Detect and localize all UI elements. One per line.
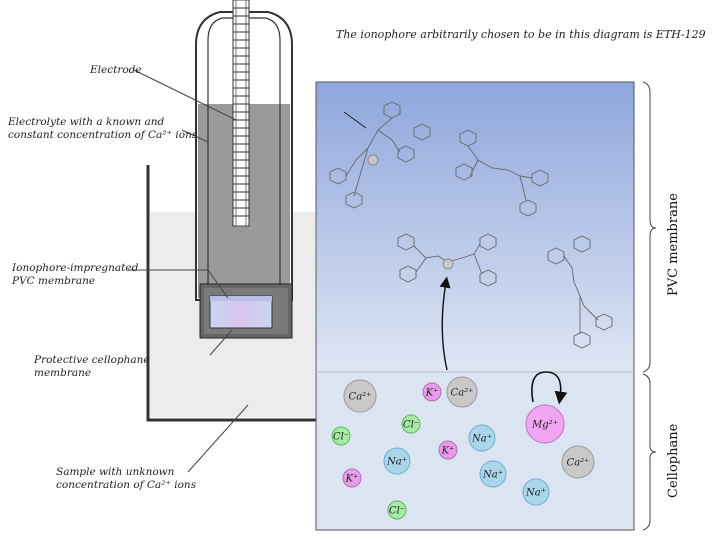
- ion-circle: [422, 382, 442, 402]
- ion-label: Mg²⁺: [531, 420, 558, 431]
- label-electrolyte: Electrolyte with a known and constant co…: [8, 116, 198, 141]
- ion-circle: [331, 426, 351, 446]
- ionophore-molecules: [329, 101, 613, 349]
- ion-k: K⁺: [438, 440, 458, 460]
- ion-label: Cl⁻: [403, 420, 419, 431]
- ion-label: Ca²⁺: [451, 388, 474, 399]
- ion-k: K⁺: [342, 468, 362, 488]
- pvc-membrane-region: [316, 82, 634, 372]
- label-electrode: Electrode: [90, 64, 142, 76]
- electrode-body: [195, 0, 293, 301]
- side-label-cellophane: Cellophane: [666, 423, 681, 498]
- ion-ca: Ca²⁺: [343, 379, 377, 413]
- label-cellophane-membrane: Protective cellophane membrane: [34, 354, 150, 379]
- label-sample: Sample with unknown concentration of Ca²…: [56, 466, 197, 491]
- ion-circle: [342, 468, 362, 488]
- ion-circle: [383, 447, 411, 475]
- diagram-caption: The ionophore arbitrarily chosen to be i…: [336, 28, 706, 41]
- ion-label: Ca²⁺: [349, 392, 372, 403]
- ion-circle: [522, 478, 550, 506]
- side-label-pvc-membrane: PVC membrane: [666, 193, 681, 296]
- membrane-cap: [199, 283, 293, 339]
- ion-circle: [468, 424, 496, 452]
- molecule-pointer: [343, 111, 367, 129]
- ion-ca: Ca²⁺: [446, 376, 478, 408]
- uptake-arrow: [439, 276, 451, 371]
- ion-label: Cl⁻: [333, 432, 349, 443]
- ionophore-2: [455, 129, 549, 217]
- ion-na: Na⁺: [383, 447, 411, 475]
- ionophore-3: [397, 233, 497, 287]
- ionophore-4: [547, 235, 613, 349]
- label-pvc-membrane: Ionophore-impregnated PVC membrane: [12, 262, 139, 287]
- ion-cl: Cl⁻: [331, 426, 351, 446]
- ion-ca: Ca²⁺: [561, 445, 595, 479]
- ion-circle: [438, 440, 458, 460]
- ion-label: Na⁺: [482, 470, 503, 481]
- ion-k: K⁺: [422, 382, 442, 402]
- ionophore-1: [329, 101, 431, 209]
- ion-label: K⁺: [425, 388, 439, 399]
- ions: Ca²⁺ K⁺ Ca²⁺ Mg²⁺ Cl⁻ Cl⁻ Na⁺ K⁺ Na⁺ Na⁺ Ca²⁺ K⁺ Na⁺…: [331, 376, 595, 520]
- region-braces: [642, 81, 657, 531]
- ion-na: Na⁺: [468, 424, 496, 452]
- ion-circle: [479, 460, 507, 488]
- magnified-view: [315, 81, 635, 531]
- ion-mg: Mg²⁺: [525, 404, 565, 444]
- ion-label: K⁺: [345, 474, 359, 485]
- ion-circle: [387, 500, 407, 520]
- label-leaders: [128, 69, 249, 473]
- ion-circle: [343, 379, 377, 413]
- ion-na: Na⁺: [522, 478, 550, 506]
- ion-label: Na⁺: [525, 488, 546, 499]
- ion-label: Na⁺: [386, 457, 407, 468]
- ion-label: Cl⁻: [389, 506, 405, 517]
- rejection-arrow: [531, 371, 568, 405]
- ion-label: Ca²⁺: [567, 458, 590, 469]
- ion-label: Na⁺: [471, 434, 492, 445]
- bound-ion: [367, 154, 379, 166]
- ion-circle: [401, 414, 421, 434]
- pvc-membrane-disk: [209, 295, 273, 329]
- ion-circle: [446, 376, 478, 408]
- ion-circle: [561, 445, 595, 479]
- ion-circle: [525, 404, 565, 444]
- ion-cl: Cl⁻: [387, 500, 407, 520]
- ion-cl: Cl⁻: [401, 414, 421, 434]
- ion-label: K⁺: [441, 446, 455, 457]
- ion-na: Na⁺: [479, 460, 507, 488]
- bound-ion-target: [442, 258, 454, 270]
